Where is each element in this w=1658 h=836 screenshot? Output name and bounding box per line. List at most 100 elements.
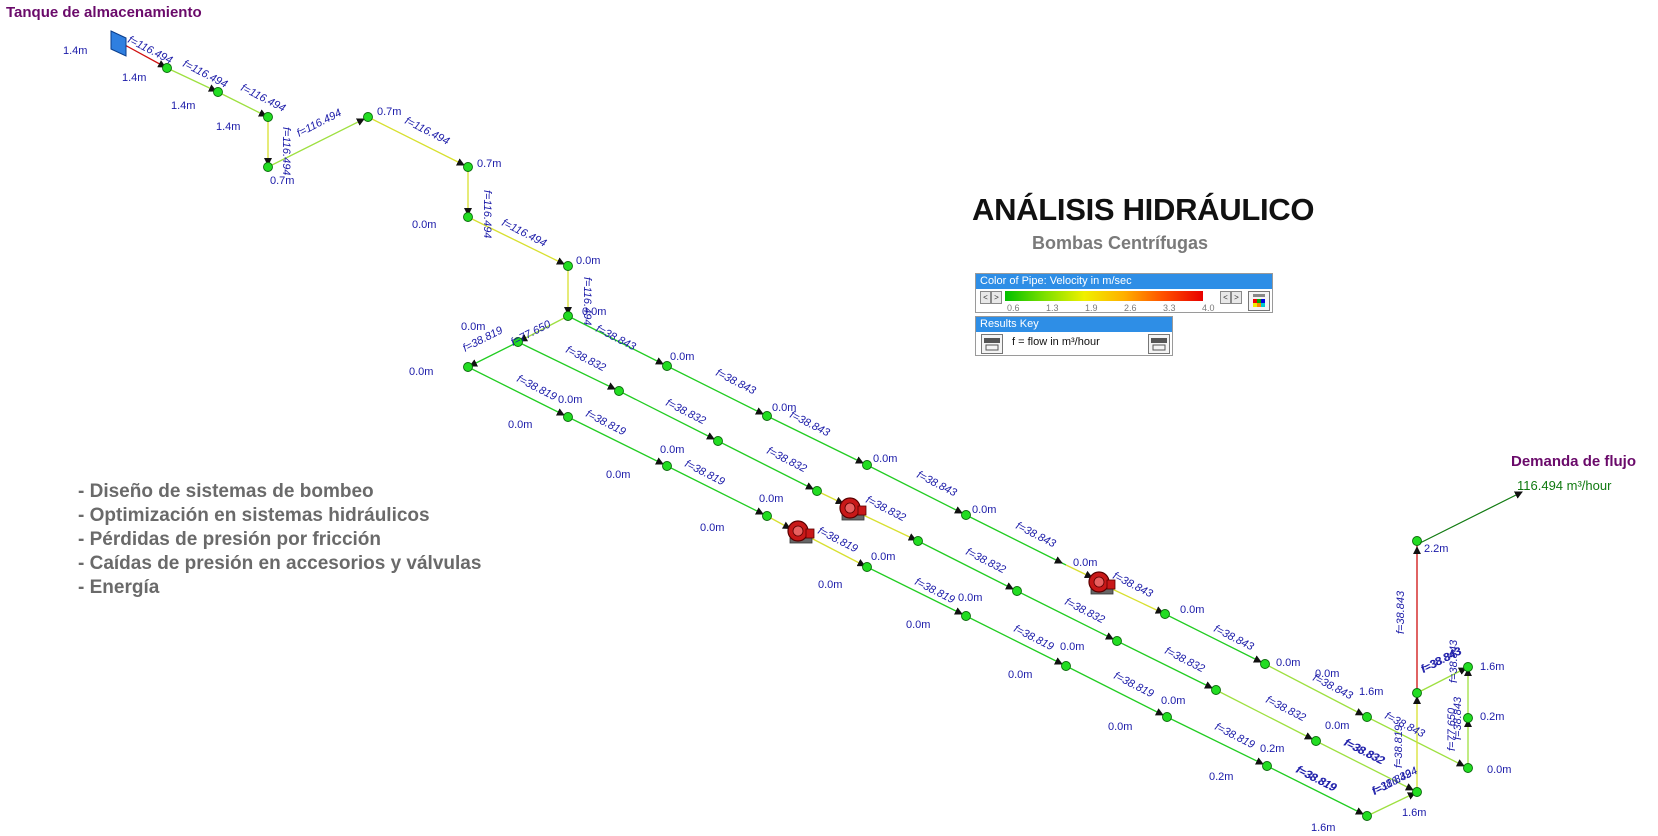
junction-node[interactable] — [1412, 688, 1422, 698]
pipe-segment[interactable] — [866, 566, 967, 617]
junction-node[interactable] — [1012, 586, 1022, 596]
pipe-segment[interactable] — [965, 514, 1067, 566]
pipe-flow-label: f=38.819 — [683, 458, 727, 488]
pipe-segment[interactable] — [766, 415, 868, 466]
pipe-segment[interactable] — [917, 540, 1018, 592]
pipe-segment[interactable] — [467, 366, 569, 418]
junction-node[interactable] — [363, 112, 373, 122]
pipe-flow-label: f=77.650 — [509, 318, 554, 349]
junction-node[interactable] — [1260, 659, 1270, 669]
junction-node[interactable] — [162, 63, 172, 73]
junction-node[interactable] — [563, 311, 573, 321]
node-head-label: 0.0m — [582, 306, 606, 318]
pipe-segment[interactable] — [1264, 663, 1368, 718]
number-format-icon[interactable] — [1148, 334, 1170, 354]
pipe-segment[interactable] — [567, 416, 668, 467]
pipe-segment[interactable] — [666, 465, 768, 517]
junction-node[interactable] — [1162, 712, 1172, 722]
pipe-segment[interactable] — [1266, 765, 1368, 817]
legend-title: Color of Pipe: Velocity in m/sec — [976, 274, 1272, 289]
results-key-panel[interactable]: Results Key f = flow in m³/hour — [975, 316, 1173, 356]
junction-node[interactable] — [1463, 763, 1473, 773]
junction-node[interactable] — [862, 460, 872, 470]
legend-right-arrow-icon[interactable]: > — [991, 291, 1002, 304]
node-head-label: 0.7m — [270, 175, 294, 187]
node-head-label: 0.0m — [700, 522, 724, 534]
pipe-segment[interactable] — [866, 464, 967, 516]
pipe-segment[interactable] — [1016, 590, 1118, 642]
pipe-segment[interactable] — [467, 216, 569, 267]
junction-node[interactable] — [812, 486, 822, 496]
node-head-label: 0.0m — [873, 453, 897, 465]
junction-node[interactable] — [463, 162, 473, 172]
feature-item: - Caídas de presión en accesorios y válv… — [78, 553, 482, 574]
junction-node[interactable] — [463, 212, 473, 222]
pipe-segment[interactable] — [618, 390, 719, 442]
junction-node[interactable] — [913, 536, 923, 546]
legend-prev-icon[interactable]: < — [1220, 291, 1231, 304]
node-head-label: 0.0m — [606, 469, 630, 481]
pipe-segment[interactable] — [567, 315, 668, 367]
junction-node[interactable] — [762, 411, 772, 421]
junction-node[interactable] — [1211, 685, 1221, 695]
junction-node[interactable] — [1262, 761, 1272, 771]
junction-node[interactable] — [1362, 712, 1372, 722]
junction-node[interactable] — [1412, 536, 1422, 546]
centrifugal-pump-icon[interactable] — [1088, 571, 1116, 595]
node-head-label: 0.0m — [772, 402, 796, 414]
pipe-segment[interactable] — [1065, 665, 1168, 718]
pipe-segment[interactable] — [666, 365, 768, 417]
junction-node[interactable] — [1112, 636, 1122, 646]
junction-node[interactable] — [563, 412, 573, 422]
junction-node[interactable] — [1412, 787, 1422, 797]
junction-node[interactable] — [662, 361, 672, 371]
pipe-segment[interactable] — [367, 116, 469, 168]
label-icon[interactable] — [981, 334, 1003, 354]
junction-node[interactable] — [1061, 661, 1071, 671]
storage-tank[interactable] — [110, 30, 127, 57]
legend-left-arrow-icon[interactable]: < — [980, 291, 991, 304]
junction-node[interactable] — [213, 87, 223, 97]
pipe-segment[interactable] — [1116, 640, 1217, 691]
pipe-segment[interactable] — [965, 615, 1067, 667]
legend-tick: 1.9 — [1085, 303, 1098, 313]
junction-node[interactable] — [1463, 662, 1473, 672]
junction-node[interactable] — [713, 436, 723, 446]
junction-node[interactable] — [662, 461, 672, 471]
junction-node[interactable] — [1463, 713, 1473, 723]
junction-node[interactable] — [961, 611, 971, 621]
pipe-flow-label: f=38.832 — [864, 494, 908, 524]
junction-node[interactable] — [563, 261, 573, 271]
node-head-label: 0.0m — [670, 351, 694, 363]
color-palette-icon[interactable] — [1248, 291, 1270, 311]
junction-node[interactable] — [263, 162, 273, 172]
pipe-segment[interactable] — [860, 513, 919, 542]
junction-node[interactable] — [263, 112, 273, 122]
junction-node[interactable] — [1362, 811, 1372, 821]
pipe-segment[interactable] — [717, 440, 818, 492]
junction-node[interactable] — [463, 362, 473, 372]
pipe-segment[interactable] — [1164, 613, 1266, 665]
junction-node[interactable] — [513, 337, 523, 347]
junction-node[interactable] — [961, 510, 971, 520]
junction-node[interactable] — [1160, 609, 1170, 619]
node-head-label: 0.0m — [1325, 720, 1349, 732]
junction-node[interactable] — [862, 562, 872, 572]
junction-node[interactable] — [614, 386, 624, 396]
pipe-segment[interactable] — [517, 341, 620, 392]
pipe-segment[interactable] — [1215, 689, 1317, 742]
pipe-segment[interactable] — [267, 116, 369, 168]
node-head-label: 0.0m — [576, 255, 600, 267]
node-head-label: 0.0m — [972, 504, 996, 516]
pipe-segment[interactable] — [1315, 740, 1418, 793]
junction-node[interactable] — [762, 511, 772, 521]
node-head-label: 1.4m — [122, 72, 146, 84]
legend-next-icon[interactable]: > — [1231, 291, 1242, 304]
centrifugal-pump-icon[interactable] — [787, 520, 815, 544]
junction-node[interactable] — [1311, 736, 1321, 746]
pipe-segment[interactable] — [1166, 716, 1268, 767]
centrifugal-pump-icon[interactable] — [839, 497, 867, 521]
velocity-color-legend[interactable]: Color of Pipe: Velocity in m/sec < > 0.6… — [975, 273, 1273, 313]
node-head-label: 0.2m — [1209, 771, 1233, 783]
node-head-label: 0.7m — [377, 106, 401, 118]
